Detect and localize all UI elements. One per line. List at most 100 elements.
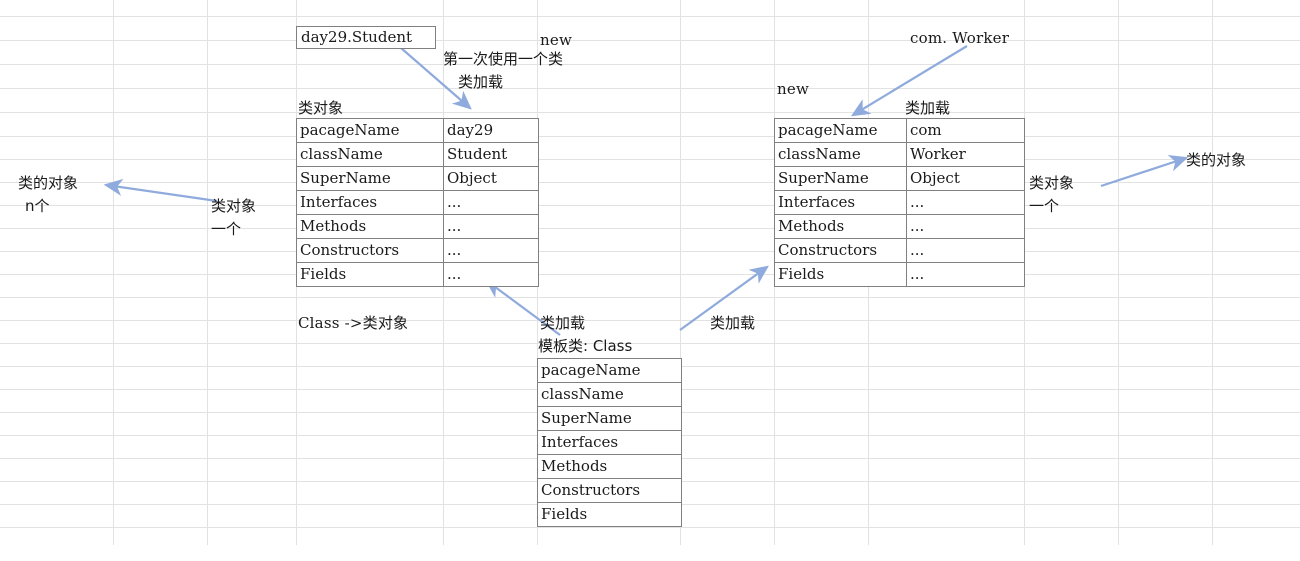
arrow-student-table-to-left-objects	[103, 178, 218, 203]
left-outer-object-label: 类的对象	[18, 174, 79, 192]
table-student-value-cell: Object	[443, 166, 539, 191]
table-row: className	[537, 382, 682, 407]
table-row: Interfaces	[537, 430, 682, 455]
table-student-value-cell: ...	[443, 190, 539, 215]
right-outer-object-label: 类的对象	[1186, 151, 1247, 169]
table-worker-value-cell: Worker	[906, 142, 1025, 167]
gridline-h	[0, 88, 1300, 89]
table-template-key-cell: SuperName	[537, 406, 682, 431]
class-load-right-label: 类加载	[710, 314, 756, 332]
table-worker-value-cell: Object	[906, 166, 1025, 191]
table-row: Constructors...	[774, 238, 1025, 263]
table-row: Fields	[537, 502, 682, 527]
class-fullname-worker-label: com. Worker	[910, 29, 1010, 47]
gridline-v	[1118, 0, 1119, 545]
table-row: Methods	[537, 454, 682, 479]
table-row: Interfaces...	[296, 190, 539, 215]
gridline-h	[0, 136, 1300, 137]
class-mapping-note-label: Class ->类对象	[298, 314, 409, 332]
table-student-value-cell: ...	[443, 262, 539, 287]
class-load-note-label: 类加载	[458, 73, 504, 91]
table-worker-key-cell: Constructors	[774, 238, 907, 263]
left-class-object-label: 类对象	[211, 197, 257, 215]
right-class-object-count-label: 一个	[1029, 197, 1060, 215]
gridline-h	[0, 40, 1300, 41]
table-row: Constructors...	[296, 238, 539, 263]
table-template-key-cell: Fields	[537, 502, 682, 527]
table-student-key-cell: Fields	[296, 262, 444, 287]
gridline-h	[0, 159, 1300, 160]
table-row: Fields...	[774, 262, 1025, 287]
table-student-value-cell: Student	[443, 142, 539, 167]
table-student-key-cell: Constructors	[296, 238, 444, 263]
gridline-h	[0, 182, 1300, 183]
gridline-h	[0, 205, 1300, 206]
gridline-h	[0, 297, 1300, 298]
table-worker-key-cell: SuperName	[774, 166, 907, 191]
table-worker-key-cell: className	[774, 142, 907, 167]
new-keyword-left-label: new	[540, 31, 572, 49]
gridline-v	[1212, 0, 1213, 545]
table-worker-value-cell: ...	[906, 238, 1025, 263]
gridline-h	[0, 228, 1300, 229]
table-row: Constructors	[537, 478, 682, 503]
table-student-caption: 类对象	[298, 99, 344, 117]
gridline-h	[0, 251, 1300, 252]
right-class-object-label: 类对象	[1029, 174, 1075, 192]
gridline-h	[0, 527, 1300, 528]
table-row: Methods...	[774, 214, 1025, 239]
table-student-key-cell: className	[296, 142, 444, 167]
table-template-key-cell: Interfaces	[537, 430, 682, 455]
table-template-key-cell: Methods	[537, 454, 682, 479]
table-worker-key-cell: Fields	[774, 262, 907, 287]
table-student-value-cell: ...	[443, 238, 539, 263]
arrow-worker-table-to-right-objects	[1100, 155, 1189, 188]
table-row: pacageName	[537, 358, 682, 383]
table-row: Fields...	[296, 262, 539, 287]
left-outer-object-count-label: n个	[25, 197, 50, 215]
table-row: Interfaces...	[774, 190, 1025, 215]
table-template-key-cell: className	[537, 382, 682, 407]
gridline-h	[0, 274, 1300, 275]
new-keyword-right-label: new	[777, 80, 809, 98]
table-worker-key-cell: Interfaces	[774, 190, 907, 215]
table-student-key-cell: pacageName	[296, 118, 444, 143]
table-worker-value-cell: ...	[906, 190, 1025, 215]
table-template-key-cell: Constructors	[537, 478, 682, 503]
left-class-object-count-label: 一个	[211, 220, 242, 238]
table-template-key-cell: pacageName	[537, 358, 682, 383]
first-use-note-label: 第一次使用一个类	[443, 50, 564, 68]
table-student-key-cell: Interfaces	[296, 190, 444, 215]
gridline-v	[113, 0, 114, 545]
template-class-title-label: 模板类: Class	[538, 337, 633, 355]
gridline-h	[0, 16, 1300, 17]
gridline-h	[0, 112, 1300, 113]
gridline-v	[207, 0, 208, 545]
table-student-key-cell: Methods	[296, 214, 444, 239]
class-load-left-label: 类加载	[540, 314, 586, 332]
table-row: Methods...	[296, 214, 539, 239]
table-worker-value-cell: ...	[906, 214, 1025, 239]
table-worker-key-cell: pacageName	[774, 118, 907, 143]
table-worker-caption: 类加载	[905, 99, 951, 117]
class-fullname-student-box: day29.Student	[296, 26, 436, 49]
gridline-h	[0, 320, 1300, 321]
table-student-value-cell: ...	[443, 214, 539, 239]
table-worker-value-cell: ...	[906, 262, 1025, 287]
table-row: SuperName	[537, 406, 682, 431]
table-worker-value-cell: com	[906, 118, 1025, 143]
table-student-key-cell: SuperName	[296, 166, 444, 191]
table-worker-key-cell: Methods	[774, 214, 907, 239]
table-student-value-cell: day29	[443, 118, 539, 143]
